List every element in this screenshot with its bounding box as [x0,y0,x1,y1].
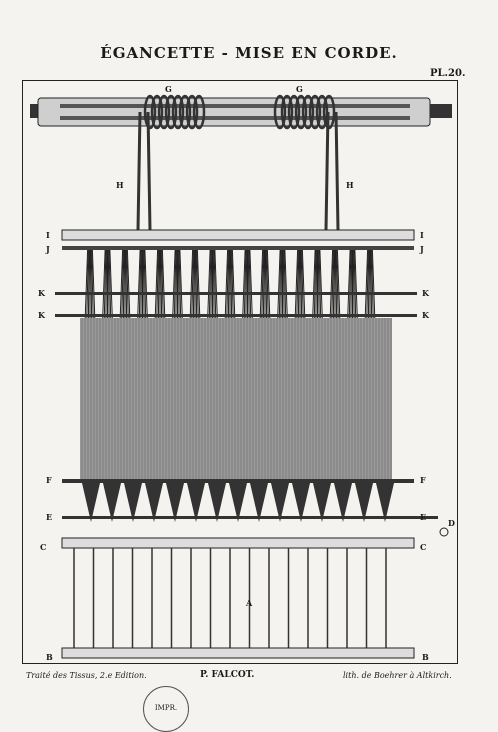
label-k1-left: K [38,288,45,298]
label-c-left: C [40,542,47,552]
label-k2-right: K [422,310,429,320]
bar-e [62,516,438,519]
plate-title: ÉGANCETTE - MISE EN CORDE. [100,44,398,62]
hanging-cords [136,111,340,231]
label-e-right: E [420,512,427,522]
label-c-right: C [420,542,427,552]
plate-border [22,80,458,664]
top-roller [30,97,452,127]
label-j-left: J [46,244,50,254]
label-i-left: I [46,230,50,240]
upper-cords [84,249,376,319]
bar-k-2 [55,314,417,317]
label-a: A [246,598,253,608]
label-h-left: H [116,180,124,190]
label-e-left: E [46,512,53,522]
label-g-right: G [296,84,303,94]
plate-number: PL.20. [430,68,466,79]
label-b-left: B [46,652,53,662]
footer-center: P. FALCOT. [200,670,255,680]
vertical-rods [73,548,387,648]
lower-cords [82,483,394,522]
label-j-right: J [420,244,424,254]
label-f-left: F [46,475,52,485]
label-g-left: G [165,84,172,94]
stamp-text: IMPR. [154,704,178,712]
label-k1-right: K [422,288,429,298]
pin-d [439,527,449,537]
label-d: D [448,518,455,528]
bar-k-1 [55,292,417,295]
label-h-right: H [346,180,354,190]
library-stamp: IMPR. [143,686,189,732]
bar-i [61,229,415,241]
bar-c [61,537,415,549]
label-f-right: F [420,475,426,485]
footer-left: Traité des Tissus, 2.e Edition. [26,671,147,680]
bar-f [62,479,414,483]
footer-right: lith. de Boehrer à Altkirch. [343,671,452,680]
label-k2-left: K [38,310,45,320]
bar-j [62,246,414,250]
label-i-right: I [420,230,424,240]
bar-b [61,647,415,659]
label-b-right: B [422,652,429,662]
